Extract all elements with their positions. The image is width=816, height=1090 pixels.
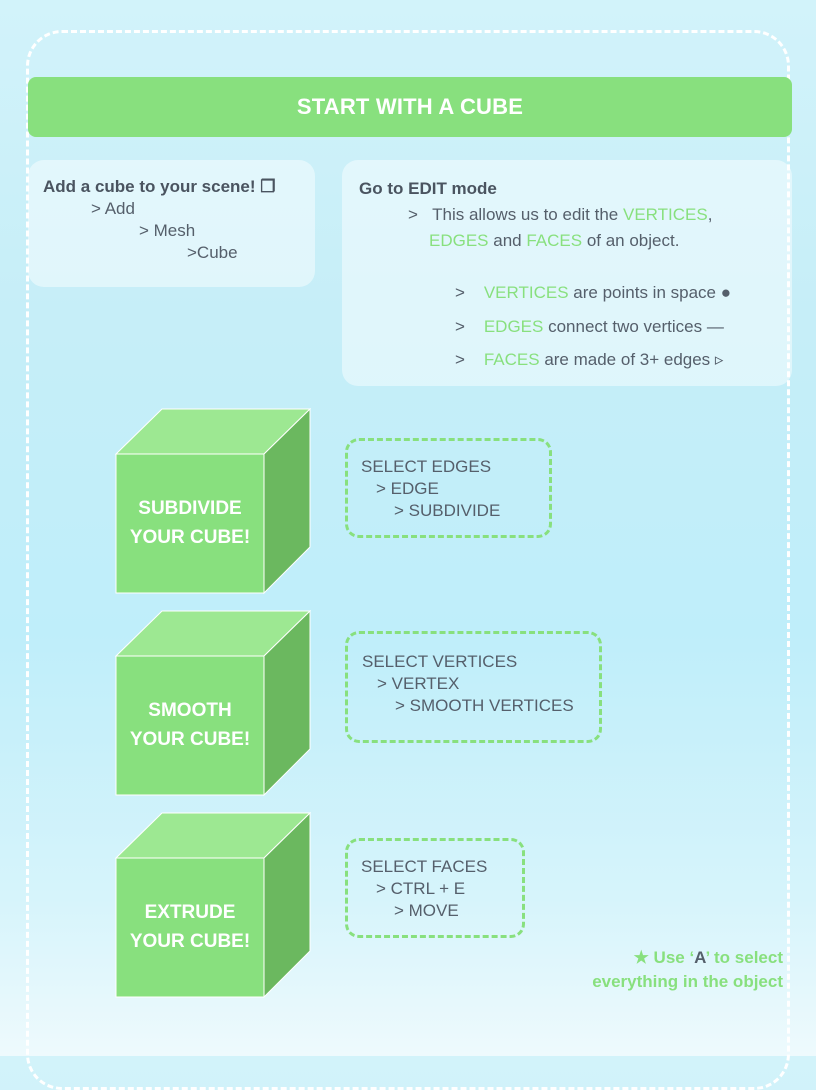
- tip-use: Use ‘: [648, 948, 695, 967]
- bullet-term: FACES: [483, 350, 540, 369]
- intro-text-b: of an object.: [582, 231, 680, 250]
- cube-icon: [115, 408, 311, 594]
- bullet-rest: are made of 3+ edges ▹: [539, 350, 724, 369]
- cube-label-line2: YOUR CUBE!: [129, 729, 251, 750]
- cube-label-line1: SMOOTH: [148, 700, 232, 721]
- instr-line: SELECT FACES: [361, 857, 488, 876]
- intro-and: and: [488, 231, 527, 250]
- instructions-smooth: SELECT VERTICES > VERTEX > SMOOTH VERTIC…: [345, 631, 602, 743]
- edit-intro-line1: > This allows us to edit the VERTICES,: [408, 205, 712, 225]
- instr-line: > EDGE: [376, 479, 439, 498]
- instr-line: SELECT EDGES: [361, 457, 492, 476]
- cube-label-line2: YOUR CUBE!: [129, 527, 251, 548]
- add-step-add: > Add: [91, 199, 135, 218]
- cube-label-line1: SUBDIVIDE: [138, 498, 242, 519]
- bullet-vertices: > VERTICES are points in space ●: [455, 283, 731, 303]
- select-all-tip: ★ Use ‘A’ to select everything in the ob…: [592, 946, 783, 994]
- cube-label-line2: YOUR CUBE!: [129, 931, 251, 952]
- intro-marker: >: [408, 205, 418, 224]
- tip-key: A: [694, 948, 706, 967]
- tip-line1: ★ Use ‘A’ to select: [592, 946, 783, 970]
- cube-label: SUBDIVIDE YOUR CUBE!: [115, 494, 265, 552]
- edit-mode-title: Go to EDIT mode: [359, 179, 497, 198]
- cube-label: SMOOTH YOUR CUBE!: [115, 696, 265, 754]
- cube-subdivide: SUBDIVIDE YOUR CUBE!: [115, 408, 311, 594]
- intro-faces-word: FACES: [526, 231, 583, 250]
- edit-mode-card: [342, 160, 792, 386]
- tip-line2: everything in the object: [592, 972, 783, 991]
- bullet-marker: >: [455, 283, 465, 302]
- add-step-cube: >Cube: [187, 243, 238, 262]
- cube-extrude: EXTRUDE YOUR CUBE!: [115, 812, 311, 998]
- cube-icon: [115, 812, 311, 998]
- instructions-subdivide: SELECT EDGES > EDGE > SUBDIVIDE: [345, 438, 552, 538]
- instructions-extrude: SELECT FACES > CTRL + E > MOVE: [345, 838, 525, 938]
- instr-line: SELECT VERTICES: [362, 652, 518, 671]
- star-icon: ★: [633, 948, 649, 967]
- bullet-term: EDGES: [483, 317, 544, 336]
- tip-rest1: ’ to select: [705, 948, 783, 967]
- instr-line: > SMOOTH VERTICES: [395, 696, 574, 715]
- page-title: START WITH A CUBE: [296, 94, 524, 119]
- add-cube-title: Add a cube to your scene! ❐: [43, 177, 276, 196]
- intro-comma: ,: [707, 205, 713, 224]
- instr-line: > SUBDIVIDE: [394, 501, 501, 520]
- intro-text-a: This allows us to edit the: [432, 205, 623, 224]
- edit-intro-line2: EDGES and FACES of an object.: [429, 231, 679, 251]
- bullet-rest: are points in space ●: [568, 283, 731, 302]
- cube-label: EXTRUDE YOUR CUBE!: [115, 898, 265, 956]
- bullet-edges: > EDGES connect two vertices —: [455, 317, 724, 337]
- bullet-term: VERTICES: [483, 283, 569, 302]
- intro-edges-word: EDGES: [429, 231, 489, 250]
- bullet-faces: > FACES are made of 3+ edges ▹: [455, 350, 723, 370]
- add-cube-card: [28, 160, 315, 287]
- cube-label-line1: EXTRUDE: [144, 902, 236, 923]
- bullet-rest: connect two vertices —: [543, 317, 724, 336]
- instr-line: > VERTEX: [377, 674, 460, 693]
- instr-line: > MOVE: [394, 901, 459, 920]
- instr-line: > CTRL + E: [376, 879, 466, 898]
- add-step-mesh: > Mesh: [139, 221, 196, 240]
- title-banner: START WITH A CUBE: [28, 77, 792, 137]
- cube-smooth: SMOOTH YOUR CUBE!: [115, 610, 311, 796]
- cube-icon: [115, 610, 311, 796]
- bullet-marker: >: [455, 350, 465, 369]
- bullet-marker: >: [455, 317, 465, 336]
- intro-vertices-word: VERTICES: [622, 205, 708, 224]
